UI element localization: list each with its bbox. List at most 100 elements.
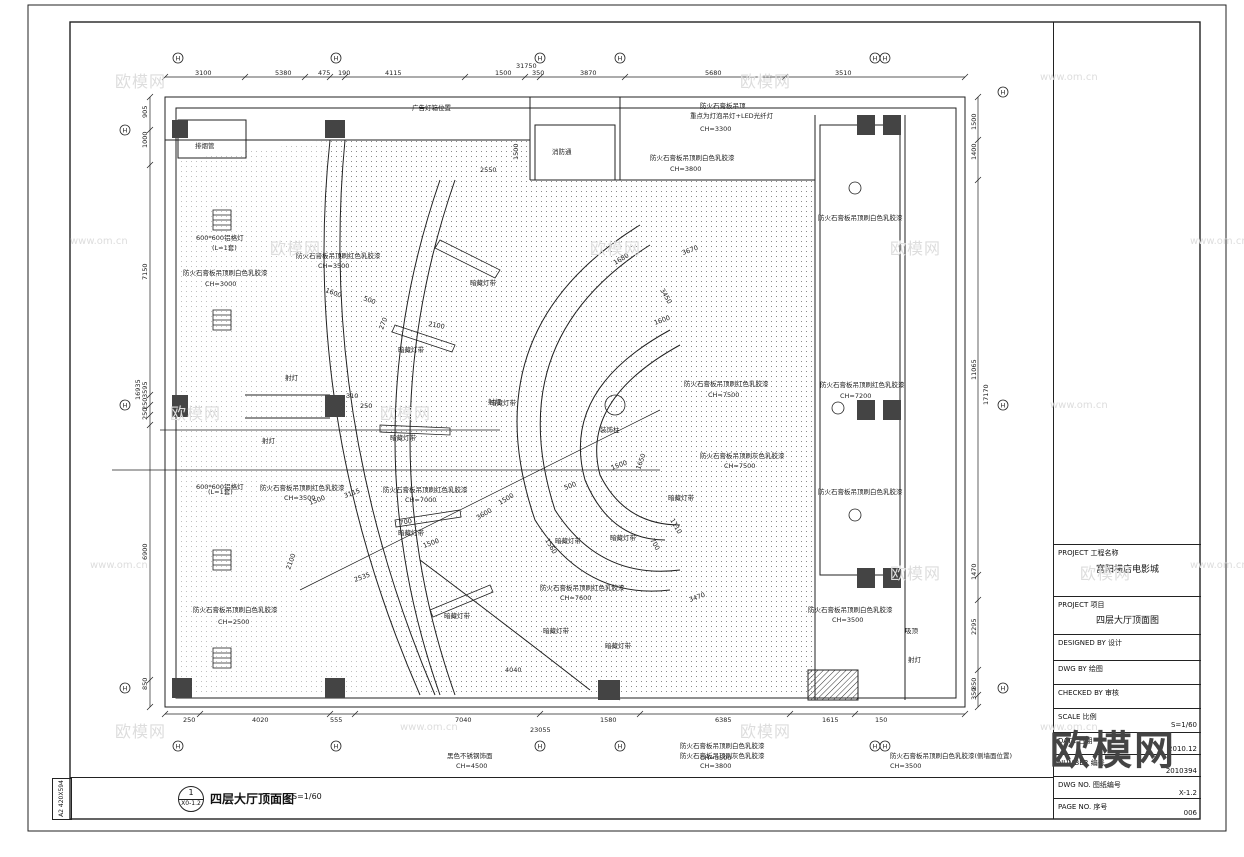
dim-right-value: 1470: [970, 563, 978, 580]
scale-label: SCALE 比例: [1058, 713, 1097, 721]
checked-row: CHECKED BY 审核: [1054, 684, 1201, 707]
grid-bubble-label: H: [873, 55, 878, 63]
dim-tick: [146, 676, 154, 684]
dim-tick: [536, 710, 544, 718]
annotation-label: 防火石膏板吊顶刷红色乳胶漆: [820, 380, 905, 389]
grid-bubble-label: H: [123, 402, 128, 410]
dim-bottom-value: 1580: [600, 716, 617, 724]
dim-left-value: 905: [141, 106, 149, 118]
grid-bubble-label: H: [538, 55, 543, 63]
date-label: DATE 日期: [1058, 737, 1093, 745]
annotation-label: 排烟管: [195, 141, 215, 150]
dim-inner-value: 700: [399, 517, 413, 527]
room-outline: [164, 96, 966, 708]
dim-tick: [146, 93, 154, 101]
item-row: PROJECT 项目 四层大厅顶面图: [1054, 596, 1201, 627]
scale-value: S=1/60: [1170, 721, 1197, 729]
dim-tick: [961, 73, 969, 81]
grid-bubble-label: H: [334, 55, 339, 63]
watermark-url: www.om.cn: [1040, 72, 1098, 83]
annotation-label: 重点为灯泡吊灯+LED光纤灯: [690, 111, 774, 120]
watermark: 欧模网: [1080, 564, 1132, 583]
dim-tick: [974, 691, 982, 699]
annotation-label: 防火石膏板吊顶刷白色乳胶漆(侧墙面位置): [890, 751, 1012, 760]
grid-bubble: [997, 86, 1009, 98]
dim-bottom-value: 7040: [455, 716, 472, 724]
dim-tick: [461, 73, 469, 81]
annotation-label: 消防通: [552, 147, 572, 156]
drawn-row: DWG BY 绘图: [1054, 660, 1201, 683]
dim-tick: [974, 666, 982, 674]
drawing-index-sheet: X0-1.2: [179, 799, 203, 807]
dim-tick: [241, 73, 249, 81]
dim-tick: [961, 710, 969, 718]
page-value: 006: [1183, 809, 1197, 817]
dim-left-total: 16935: [134, 379, 142, 400]
annotation-label: CH=3500: [318, 262, 349, 270]
drawing-title-bar: 1 X0-1.2 四层大厅顶面图 S=1/60: [70, 777, 1053, 820]
designed-label: DESIGNED BY 设计: [1058, 639, 1122, 647]
annotation-label: 防火石膏板吊顶刷灰色乳胶漆: [700, 451, 785, 460]
dim-top-value: 3870: [580, 69, 597, 77]
date-value: 2010.12: [1168, 745, 1197, 753]
grid-bubbles: [119, 52, 1009, 752]
dim-right-value: 350: [970, 688, 978, 700]
annotation-label: 防火石膏板吊顶刷白色乳胶漆: [650, 153, 735, 162]
annotation-label: 暗藏灯带: [605, 641, 632, 650]
grid-bubble: [879, 52, 891, 64]
watermark: 欧模网: [115, 722, 167, 741]
watermark: 欧模网: [740, 722, 792, 741]
annotation-label: 防火石膏板吊顶刷白色乳胶漆: [183, 268, 268, 277]
dwg-no-row: DWG NO. 图纸编号 X-1.2: [1054, 776, 1201, 799]
project-label: PROJECT 工程名称: [1058, 549, 1119, 557]
dim-top-value: 5680: [705, 69, 722, 77]
dim-right-value: 2295: [970, 618, 978, 635]
grid-bubble: [614, 740, 626, 752]
dim-tick: [851, 710, 859, 718]
annotation-label: 暗藏灯带: [398, 528, 425, 537]
dim-tick: [146, 391, 154, 399]
dwg-no-label: DWG NO. 图纸编号: [1058, 781, 1121, 789]
annotation-label: CH=3500: [832, 616, 863, 624]
dim-tick: [781, 73, 789, 81]
brand-logo: 欧模网: [1050, 728, 1176, 774]
dim-bottom-value: 150: [875, 716, 887, 724]
annotation-label: 防火石膏板吊顶刷白色乳胶漆: [808, 605, 893, 614]
annotation-label: CH=3500: [890, 762, 921, 770]
annotation-label: CH=7500: [724, 462, 755, 470]
annotation-label: 防火石膏板吊顶刷白色乳胶漆: [193, 605, 278, 614]
dim-tick: [146, 161, 154, 169]
annotation-label: CH=7000: [405, 496, 436, 504]
watermark: 欧模网: [115, 72, 167, 91]
annotation-label: CH=7600: [560, 594, 591, 602]
grid-bubble-label: H: [1001, 685, 1006, 693]
project-row: PROJECT 工程名称 富阳横店电影城: [1054, 544, 1201, 575]
annotation-label: CH=7200: [840, 392, 871, 400]
grid-bubble: [330, 52, 342, 64]
dim-tick: [974, 136, 982, 144]
dim-tick: [301, 73, 309, 81]
dim-tick: [351, 710, 359, 718]
drawing-index-bubble: 1 X0-1.2: [178, 786, 204, 812]
dim-tick: [161, 710, 169, 718]
dim-right-value: 850: [970, 678, 978, 690]
grid-bubble-label: H: [883, 55, 888, 63]
dim-bottom-value: 4020: [252, 716, 269, 724]
dim-top-value: 475: [318, 69, 330, 77]
dim-bottom-value: 250: [183, 716, 195, 724]
annotation-label: 防火石膏板吊顶刷红色乳胶漆: [540, 583, 625, 592]
dim-tick: [521, 73, 529, 81]
annotation-label: 暗藏灯带: [610, 533, 637, 542]
number-row: NUMBER 编号 2010394: [1054, 754, 1201, 777]
drawn-label: DWG BY 绘图: [1058, 665, 1103, 673]
dim-tick: [536, 73, 544, 81]
dim-inner-value: 4040: [505, 666, 522, 674]
grid-bubble-label: H: [1001, 402, 1006, 410]
watermark: 欧模网: [380, 404, 432, 423]
dim-left-value: 3595: [141, 381, 149, 398]
annotation-label: 暗藏灯带: [470, 278, 497, 287]
watermark: 欧模网: [740, 72, 792, 91]
dimension-lines: [112, 76, 979, 715]
dim-tick: [786, 710, 794, 718]
annotation-label: 防火石膏板吊顶刷红色乳胶漆: [260, 483, 345, 492]
